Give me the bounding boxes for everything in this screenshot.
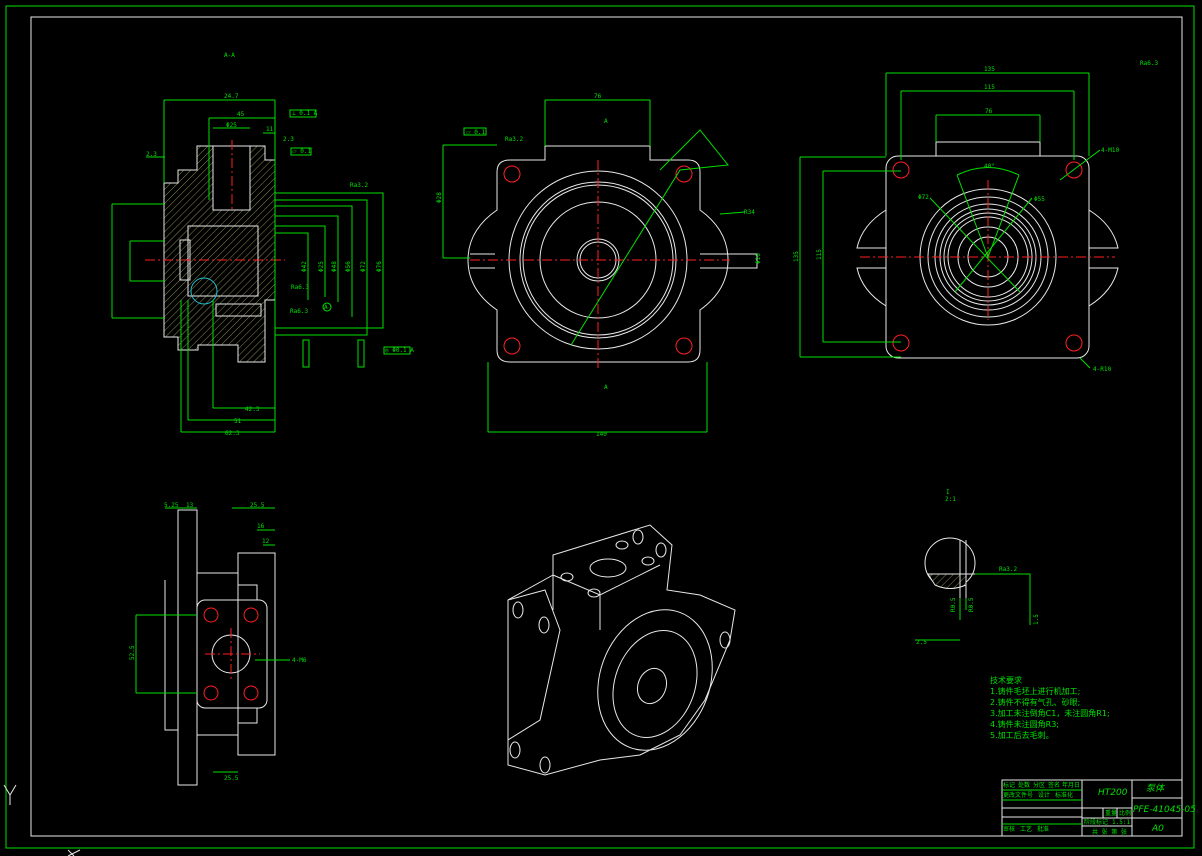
dim-label: 115 (816, 249, 823, 260)
roughness-symbol: Ra6.3 (290, 308, 308, 315)
detail-scale: 2:1 (945, 496, 956, 503)
dim-label: 4-M10 (1101, 147, 1119, 154)
dim-label: 1.5 (1033, 614, 1040, 625)
inner-border (30, 16, 1183, 837)
title-label: 工艺 (1020, 825, 1032, 833)
section-mark-bottom: A (604, 384, 608, 391)
tech-req-title: 技术要求 (990, 675, 1022, 685)
dim-label: 45 (237, 111, 245, 118)
section-label: A-A (224, 52, 235, 59)
dim-label: 24.7 (224, 93, 239, 100)
dim-label: R0.5 (950, 597, 957, 612)
roughness-symbol: Ra6.3 (291, 284, 309, 291)
dim-label: 51 (234, 418, 242, 425)
part-name: 泵体 (1146, 783, 1166, 794)
dim-label: R34 (744, 209, 755, 216)
dim-label: 25.5 (224, 775, 239, 782)
title-label: 共 张 第 张 (1092, 828, 1127, 836)
side-view[interactable]: 135 115 76 135 115 40° Φ72 Φ55 4-M10 4-R… (793, 60, 1158, 373)
dim-label: Φ25 (226, 122, 237, 129)
title-label: 批准 (1037, 825, 1049, 833)
roughness-note: Ra6.3 (1140, 60, 1158, 67)
dim-label: 13 (186, 502, 194, 509)
dim-label: 76 (594, 93, 602, 100)
tolerance-frame: ⏥ 0.1 (466, 129, 485, 136)
title-label: 标记 (1003, 781, 1015, 789)
dim-label: 5.25 (164, 502, 179, 509)
dim-label: Φ42 (301, 261, 308, 272)
tech-req-item: 3.加工未注倒角C1，未注圆角R1; (990, 708, 1110, 718)
dim-label: 2.3 (283, 136, 294, 143)
dim-label: 135 (793, 251, 800, 262)
tolerance-frame: ⊥ 0.1 A (292, 110, 318, 117)
dim-label: Φ16 (755, 253, 762, 264)
dim-label: 140 (596, 431, 607, 438)
dim-label: R0.5 (968, 597, 975, 612)
detail-circle-I[interactable] (190, 277, 218, 305)
outer-border (5, 5, 1195, 849)
isometric-view (507, 524, 736, 776)
drawing-number: PFE-41045-05 (1133, 805, 1196, 815)
technical-requirements: 技术要求 1.铸件毛坯上进行机加工; 2.铸件不得有气孔、砂眼; 3.加工未注倒… (990, 675, 1110, 740)
dim-label: 40° (984, 163, 995, 170)
roughness-symbol: Ra3.2 (505, 136, 523, 143)
dim-label: 115 (984, 84, 995, 91)
title-block[interactable]: 标记 处数 分区 签名 年月日 更改文件号 设计 标准化 审核 工艺 批准 阶段… (1001, 779, 1196, 837)
title-label: 分区 (1033, 781, 1045, 789)
section-mark-top: A (604, 118, 608, 125)
tech-req-item: 1.铸件毛坯上进行机加工; (990, 686, 1080, 696)
dim-label: 4-R10 (1093, 366, 1111, 373)
title-label: 处数 (1018, 781, 1030, 789)
dim-label: Ra3.2 (999, 566, 1017, 573)
tolerance-frame: ⏥ 0.1 (292, 148, 311, 155)
front-view[interactable]: 76 140 R34 Φ28 Φ16 A A ⏥ 0.1 Ra3.2 (436, 93, 762, 438)
dim-label: 52.5 (129, 645, 136, 660)
title-label: 更改文件号 (1003, 791, 1033, 799)
section-view[interactable]: A-A 24.7 45 Φ25 11 2.3 2.3 Φ42 Φ25 Φ48 Φ… (111, 52, 414, 437)
title-label: 设计 (1038, 791, 1050, 799)
dim-label: 76 (985, 108, 993, 115)
dim-label: Φ72 (918, 194, 929, 201)
dim-label: 4-M6 (292, 657, 307, 664)
datum-label: A (324, 304, 328, 311)
bottom-view[interactable]: 5.25 13 25.5 16 12 52.5 25.5 4-M6 (129, 502, 307, 786)
dim-label: 42.3 (245, 406, 260, 413)
dim-label: 12 (262, 538, 270, 545)
dim-label: Φ76 (376, 261, 383, 272)
tech-req-item: 4.铸件未注圆角R3; (990, 719, 1059, 729)
dim-label: 11 (266, 126, 274, 133)
dim-label: Φ48 (331, 261, 338, 272)
title-label: 比例 (1119, 809, 1131, 817)
scale: 1.5:1 (1112, 819, 1130, 826)
dim-label: Φ56 (345, 261, 352, 272)
tech-req-item: 5.加工后去毛刺。 (990, 730, 1054, 740)
dim-label: 16 (257, 523, 265, 530)
dim-label: Φ55 (1034, 196, 1045, 203)
roughness-symbol: Ra3.2 (350, 182, 368, 189)
title-label: 阶段标记 (1084, 818, 1108, 826)
dim-label: Φ25 (318, 261, 325, 272)
dim-label: Φ28 (436, 192, 443, 203)
material: HT200 (1098, 788, 1128, 798)
dim-label: 2.5 (916, 639, 927, 646)
dim-label: 135 (984, 66, 995, 73)
title-label: 重量 (1105, 809, 1117, 817)
dim-label: 62.3 (225, 430, 240, 437)
dim-label: 2.3 (146, 151, 157, 158)
dim-label: 25.5 (250, 502, 265, 509)
title-label: 年月日 (1062, 781, 1080, 789)
sheet-size: A0 (1151, 824, 1164, 834)
tolerance-frame: ◎ Φ0.1 A (385, 347, 414, 354)
tech-req-item: 2.铸件不得有气孔、砂眼; (990, 697, 1080, 707)
title-label: 标准化 (1055, 791, 1073, 799)
ucs-icon (3, 784, 81, 856)
dim-label: Φ72 (360, 261, 367, 272)
detail-view[interactable]: I 2:1 Ra3.2 R0.5 R0.5 1.5 2.5 (915, 489, 1040, 646)
title-label: 审核 (1003, 825, 1015, 833)
title-label: 签名 (1048, 781, 1060, 789)
detail-label: I (946, 489, 950, 496)
